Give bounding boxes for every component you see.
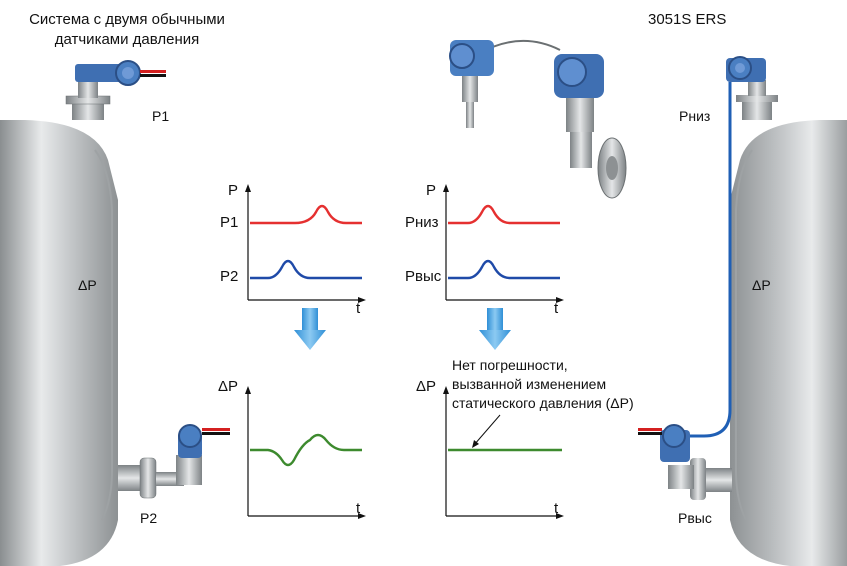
p-low-trace bbox=[448, 204, 560, 225]
graph1-lower-trace-label: P2 bbox=[220, 268, 239, 285]
graph4-y-axis-label: ΔP bbox=[416, 378, 437, 395]
graph1-x-axis-label: t bbox=[356, 300, 361, 317]
right-tank bbox=[730, 120, 847, 566]
graph4-x-axis-label: t bbox=[554, 500, 559, 517]
p-high-sensor-label: Pвыс bbox=[678, 510, 712, 526]
down-arrow-right bbox=[479, 308, 511, 350]
left-title-line1: Система с двумя обычными bbox=[29, 11, 225, 28]
down-arrow-left bbox=[294, 308, 326, 350]
p-low-sensor-label: Pниз bbox=[679, 108, 711, 124]
p-low-transmitter bbox=[726, 56, 778, 120]
dp-trace-left bbox=[250, 433, 362, 467]
left-title-line2: датчиками давления bbox=[54, 31, 200, 48]
p-high-trace bbox=[448, 259, 560, 280]
graph2-lower-trace-label: Pвыс bbox=[405, 268, 442, 285]
p2-sensor-label: P2 bbox=[140, 510, 158, 526]
p2-transmitter bbox=[118, 424, 230, 499]
graph3-y-axis-label: ΔP bbox=[218, 378, 239, 395]
dp-left-tank-label: ΔP bbox=[78, 277, 97, 293]
graph3-x-axis-label: t bbox=[356, 500, 361, 517]
graph2-y-axis-label: P bbox=[426, 182, 437, 199]
p1-trace bbox=[250, 204, 362, 225]
left-tank bbox=[0, 120, 118, 566]
graph-left-top bbox=[245, 184, 366, 303]
graph2-upper-trace-label: Pниз bbox=[405, 214, 439, 231]
p1-sensor-label: P1 bbox=[152, 108, 170, 124]
note-line1: Нет погрешности, bbox=[452, 357, 568, 373]
p2-trace bbox=[250, 259, 362, 280]
graph2-x-axis-label: t bbox=[554, 300, 559, 317]
graph-right-bottom bbox=[443, 386, 564, 519]
note-pointer bbox=[473, 414, 501, 446]
note-line3: статического давления (ΔP) bbox=[452, 395, 634, 411]
graph-right-top bbox=[443, 184, 564, 303]
left-title: Система с двумя обычными датчиками давле… bbox=[0, 10, 254, 50]
p1-transmitter bbox=[65, 60, 166, 120]
dp-right-tank-label: ΔP bbox=[752, 277, 771, 293]
no-error-note: Нет погрешности, вызванной изменением ст… bbox=[452, 356, 712, 413]
right-title: 3051S ERS bbox=[648, 11, 727, 28]
note-line2: вызванной изменением bbox=[452, 376, 607, 392]
graph1-upper-trace-label: P1 bbox=[220, 214, 239, 231]
ers-product-image bbox=[449, 40, 627, 199]
graph-left-bottom bbox=[245, 386, 366, 519]
capillary-line bbox=[690, 82, 732, 438]
p-high-transmitter bbox=[638, 424, 732, 500]
graph1-y-axis-label: P bbox=[228, 182, 239, 199]
